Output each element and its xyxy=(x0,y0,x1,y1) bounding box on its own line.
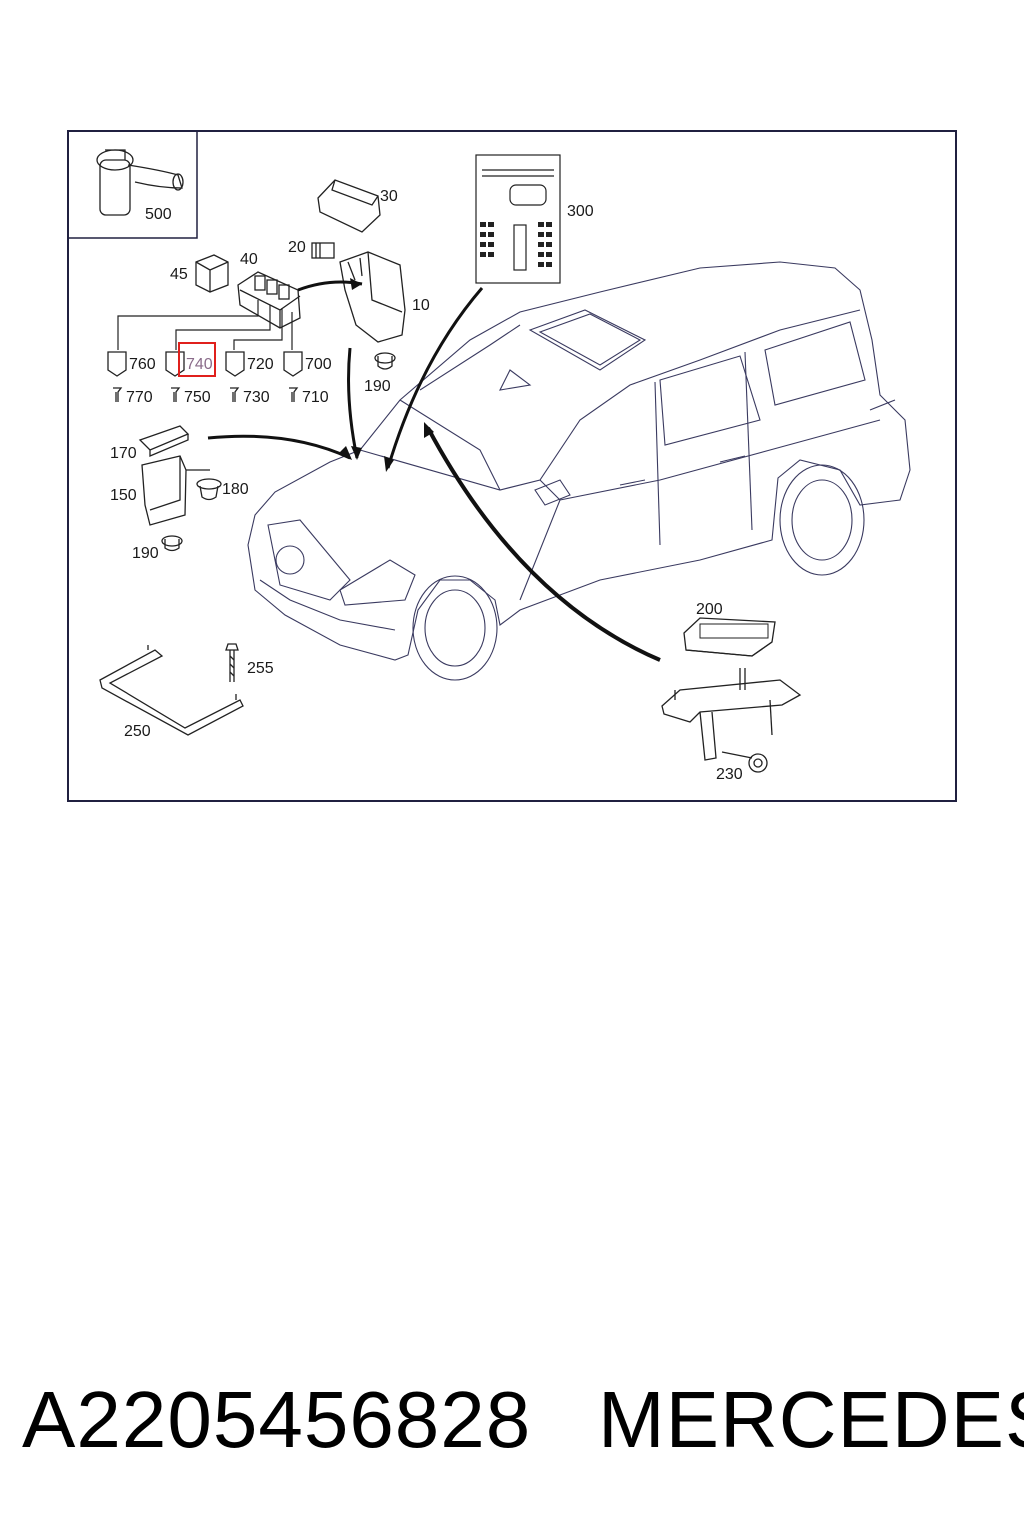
car-outline xyxy=(247,261,911,681)
callout-190-left: 190 xyxy=(132,545,159,562)
arrow-heads xyxy=(338,278,434,472)
callout-250: 250 xyxy=(124,723,151,740)
inset-box xyxy=(68,131,198,239)
callout-20: 20 xyxy=(288,239,306,256)
grommet-part-190-top xyxy=(374,352,396,370)
highlight-box xyxy=(178,342,216,377)
module-part-200 xyxy=(683,617,776,657)
callout-500: 500 xyxy=(145,206,172,223)
bolt-part-255 xyxy=(225,643,239,682)
grommet-part-190-left xyxy=(161,535,183,552)
callout-180: 180 xyxy=(222,481,249,498)
clip-part-180 xyxy=(196,478,222,501)
callout-770: 770 xyxy=(126,389,153,406)
diagram-frame xyxy=(67,130,957,802)
parts-diagram: 500 30 300 20 40 45 10 760 740 720 700 1… xyxy=(67,130,957,802)
housing-part-10 xyxy=(339,251,406,343)
bracket-part-150 xyxy=(141,455,210,526)
callout-740: 740 xyxy=(186,356,213,373)
callout-300: 300 xyxy=(567,203,594,220)
callout-730: 730 xyxy=(243,389,270,406)
bracket-part-230 xyxy=(661,668,802,761)
callout-170: 170 xyxy=(110,445,137,462)
relay-part-45 xyxy=(195,254,229,293)
callout-10: 10 xyxy=(412,297,430,314)
callout-750: 750 xyxy=(184,389,211,406)
callout-700: 700 xyxy=(305,356,332,373)
footer: A2205456828 MERCEDES xyxy=(0,1370,1024,1470)
label-sheet-part-300 xyxy=(475,154,561,284)
relay-part-20 xyxy=(311,242,335,259)
callout-190-top: 190 xyxy=(364,378,391,395)
callout-150: 150 xyxy=(110,487,137,504)
callout-255: 255 xyxy=(247,660,274,677)
callout-labels: 500 30 300 20 40 45 10 760 740 720 700 1… xyxy=(110,188,743,783)
part-number: A2205456828 xyxy=(22,1375,532,1464)
brand-name: MERCEDES xyxy=(598,1375,1024,1464)
fusebox-wires xyxy=(117,300,293,350)
callout-710: 710 xyxy=(302,389,329,406)
callout-45: 45 xyxy=(170,266,188,283)
fusebox-part-40 xyxy=(237,271,301,329)
callout-720: 720 xyxy=(247,356,274,373)
callout-760: 760 xyxy=(129,356,156,373)
callout-200: 200 xyxy=(696,601,723,618)
bracket-part-250 xyxy=(99,645,244,736)
terminal-row xyxy=(113,387,299,402)
bolt-part-230 xyxy=(721,751,768,773)
callout-30: 30 xyxy=(380,188,398,205)
callout-230: 230 xyxy=(716,766,743,783)
holder-part-170 xyxy=(138,425,190,457)
pump-part-500 xyxy=(96,149,184,216)
cover-part-30 xyxy=(317,179,381,233)
callout-40: 40 xyxy=(240,251,258,268)
